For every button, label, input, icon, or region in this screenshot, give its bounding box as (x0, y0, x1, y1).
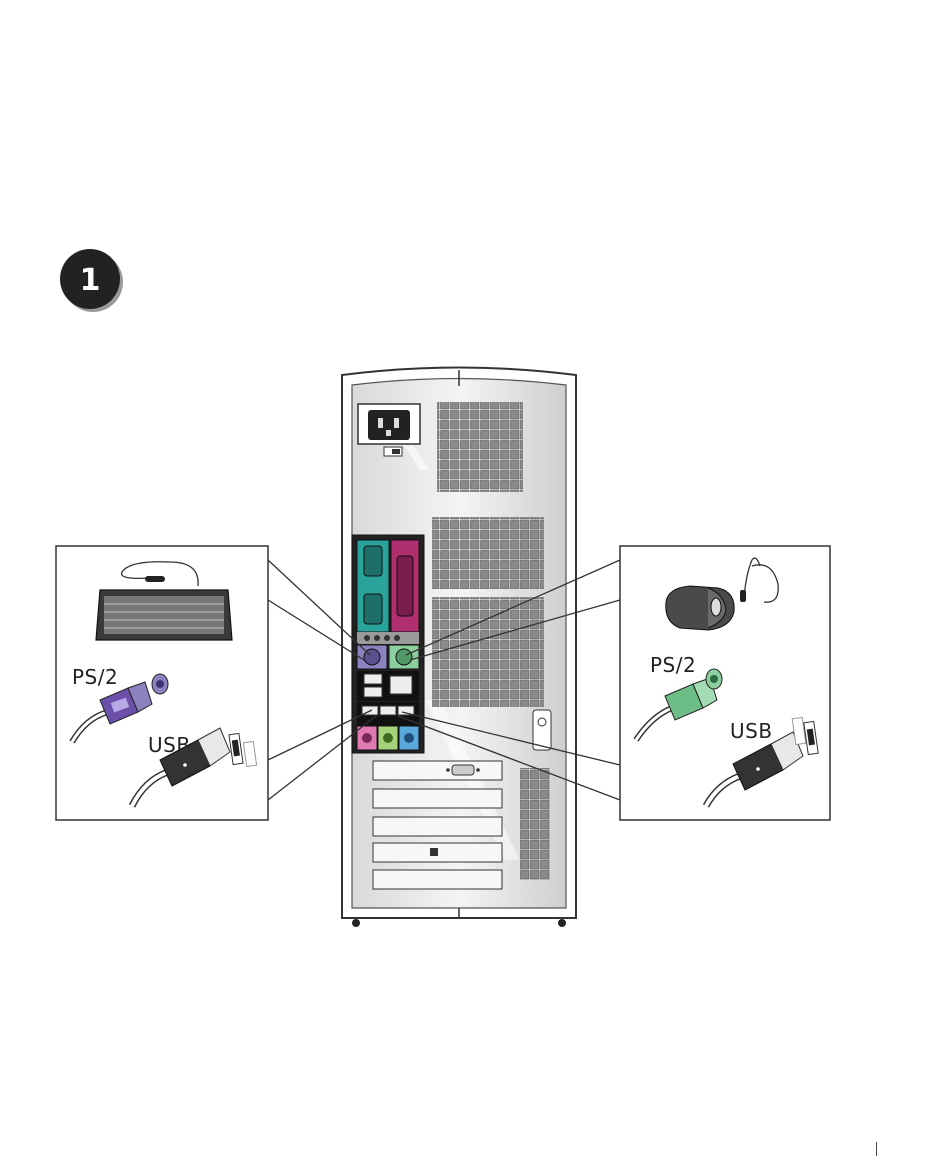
mouse-callout: PS/2 USB (620, 546, 830, 820)
keyboard-callout: PS/2 USB (56, 546, 268, 820)
expansion-slots (373, 761, 502, 889)
io-panel (352, 535, 424, 753)
computer-tower (342, 368, 576, 928)
vent-grid (520, 768, 550, 880)
step-number: 1 (80, 263, 101, 298)
mouse-ps2-label: PS/2 (650, 653, 696, 677)
vent-grid (437, 402, 523, 492)
page-marker (876, 1142, 877, 1156)
usb-port-icon (364, 687, 382, 697)
vent-grid (432, 597, 544, 707)
keyboard-ps2-label: PS/2 (72, 665, 118, 689)
usb-port-icon (380, 706, 396, 715)
usb-port-icon (398, 706, 414, 715)
vent-grid (432, 517, 544, 589)
usb-port-icon (364, 674, 382, 684)
step-number-icon: 1 (60, 249, 123, 312)
mouse-usb-label: USB (730, 719, 773, 743)
